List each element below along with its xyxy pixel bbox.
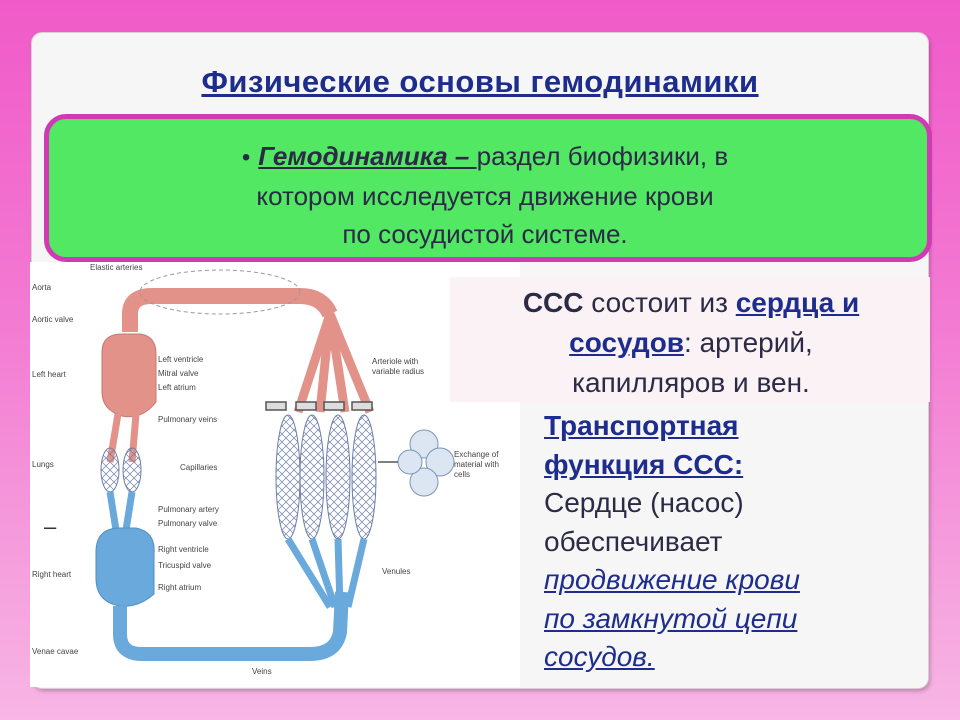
label-exchange-3: cells [454,470,470,479]
transport-head-1[interactable]: Транспортная [544,410,739,441]
label-venules: Venules [382,567,410,576]
ccc-link-vessels[interactable]: сосудов [569,327,685,358]
ccc-link-heart[interactable]: сердца и [735,287,860,318]
label-aorta: Aorta [32,283,52,292]
label-pulmonary-artery: Pulmonary artery [158,505,219,514]
label-right-atrium: Right atrium [158,583,201,592]
ccc-line-3: капилляров и вен. [572,367,810,398]
label-mitral-valve: Mitral valve [158,369,199,378]
definition-rest: раздел биофизики, в [476,141,729,171]
page-title: Физические основы гемодинамики [201,64,759,99]
right-heart [95,527,155,607]
definition-term: Гемодинамика [258,141,448,171]
cells-icon [397,429,455,497]
transport-text: Транспортная функция ССС: Сердце (насос)… [544,407,924,677]
lung-capillary-left [100,447,120,493]
systemic-capillaries [275,414,377,540]
side-dash: – [44,514,57,539]
arteriole-clamps [265,401,373,411]
arteries-branch [293,312,375,414]
definition-line-3: по сосудистой системе. [342,219,628,249]
label-veins: Veins [252,667,272,676]
definition-line-2: котором исследуется движение крови [256,181,714,211]
label-right-heart: Right heart [32,570,72,579]
definition-line-1: • Гемодинамика – раздел биофизики, в [60,137,910,177]
ccc-box [450,277,930,402]
ccc-text: ССС состоит из сердца и сосудов: артерий… [462,283,920,403]
definition-text: • Гемодинамика – раздел биофизики, в кото… [60,137,910,253]
transport-ital-2[interactable]: по замкнутой цепи [544,602,798,634]
ccc-line-1: ССС состоит из сердца и [462,283,920,323]
venae-cavae-vessel [113,591,349,661]
label-exchange-1: Exchange of [454,450,499,459]
transport-ital-3[interactable]: сосудов. [544,641,655,672]
label-lungs: Lungs [32,460,54,469]
label-exchange-2: material with [454,460,499,469]
label-left-heart: Left heart [32,370,67,379]
label-arteriole-1: Arteriole with [372,357,418,366]
venules-vessels [285,537,368,609]
pulmonary-artery-blue [106,491,136,531]
circulation-diagram: Elastic arteries Aorta Aortic valve Left… [30,262,520,687]
transport-head-2[interactable]: функция ССС: [544,448,744,480]
label-right-ventricle: Right ventricle [158,545,209,554]
label-arteriole-2: variable radius [372,367,424,376]
transport-line-4: обеспечивает [544,525,723,557]
elastic-arteries-outline [139,269,301,315]
ccc-text-2: : артерий, [684,327,813,358]
label-pulmonary-veins: Pulmonary veins [158,415,217,424]
ccc-line-2: сосудов: артерий, [462,323,920,363]
definition-dash: – [447,141,477,171]
lung-capillary-right [122,447,142,493]
ccc-text-1: состоит из [583,287,736,318]
label-capillaries: Capillaries [180,463,217,472]
transport-line-3: Сердце (насос) [544,487,744,518]
left-heart [101,333,157,418]
label-venae-cavae: Venae cavae [32,647,79,656]
label-pulmonary-valve: Pulmonary valve [158,519,218,528]
label-elastic-arteries: Elastic arteries [90,263,142,272]
label-aortic-valve: Aortic valve [32,315,74,324]
circulation-svg: Elastic arteries Aorta Aortic valve Left… [32,263,499,676]
transport-ital-1[interactable]: продвижение крови [544,564,800,595]
label-left-ventricle: Left ventricle [158,355,204,364]
label-left-atrium: Left atrium [158,383,196,392]
aorta-vessel [122,288,338,332]
bullet-icon: • [241,144,251,171]
definition-box [44,114,932,262]
ccc-abbr: ССС [522,287,584,318]
label-tricuspid-valve: Tricuspid valve [158,561,212,570]
